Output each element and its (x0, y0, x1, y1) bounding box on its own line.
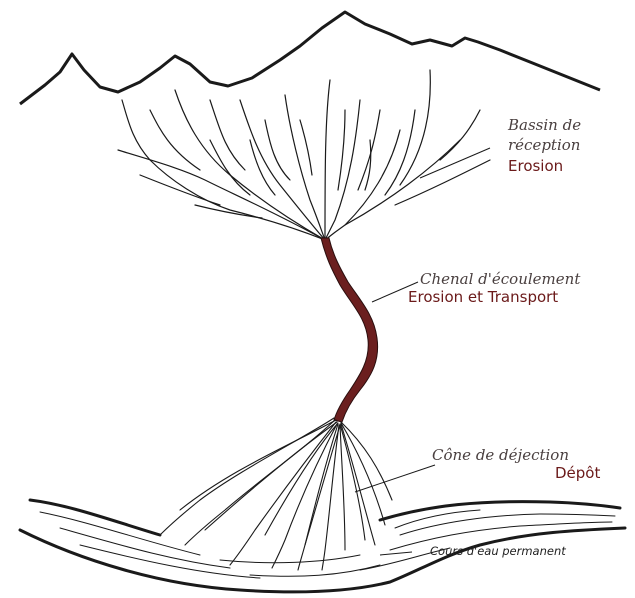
label-cone: Cône de déjection (432, 448, 569, 464)
pointer-cours (380, 552, 412, 555)
label-bassin-line1: Bassin de (508, 118, 581, 134)
pointer-cone (355, 465, 435, 492)
label-cone-action: Dépôt (555, 466, 600, 482)
label-bassin-action: Erosion (508, 159, 563, 175)
catchment-tributaries (118, 70, 490, 240)
alluvial-fan (160, 418, 392, 570)
label-chenal: Chenal d'écoulement (420, 272, 580, 288)
pointer-bassin (420, 148, 490, 178)
flow-channel (321, 238, 378, 422)
label-cours: Cours d'eau permanent (430, 545, 566, 557)
label-bassin-line2: réception (508, 138, 580, 154)
label-chenal-action: Erosion et Transport (408, 290, 558, 306)
mountain-ridge (20, 12, 600, 104)
